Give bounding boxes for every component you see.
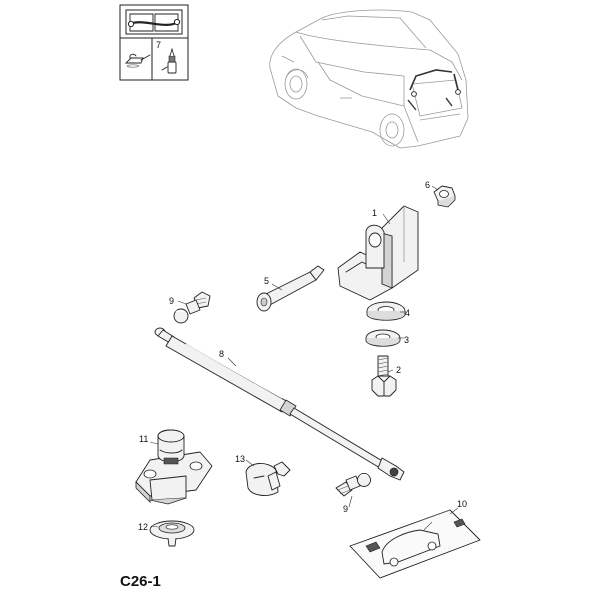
part-6-nut bbox=[433, 185, 456, 208]
callout-8: 8 bbox=[219, 349, 224, 359]
part-10-warning-label bbox=[349, 509, 481, 579]
manual-wrench-icon bbox=[125, 9, 183, 35]
callout-2: 2 bbox=[396, 365, 401, 375]
legend-note-number: 7 bbox=[156, 40, 161, 50]
part-5-pin bbox=[256, 265, 325, 312]
callout-13: 13 bbox=[235, 454, 245, 464]
part-13-clip bbox=[245, 461, 291, 496]
car-silhouette bbox=[269, 9, 469, 149]
callout-leaders bbox=[149, 185, 459, 528]
callout-6: 6 bbox=[425, 180, 430, 190]
callout-1: 1 bbox=[372, 208, 377, 218]
diagram-code: C26-1 bbox=[120, 573, 161, 590]
callout-5: 5 bbox=[264, 276, 269, 286]
part-12-grommet bbox=[149, 520, 195, 547]
part-9-ball-stud-upper bbox=[173, 291, 211, 324]
callout-3: 3 bbox=[404, 335, 409, 345]
part-8-gas-strut bbox=[154, 327, 405, 481]
callout-10: 10 bbox=[457, 499, 467, 509]
part-11-mounting-bracket bbox=[135, 429, 213, 505]
callout-11: 11 bbox=[139, 434, 148, 444]
part-1-hinge-bracket bbox=[337, 205, 419, 301]
grease-tube-icon bbox=[161, 47, 177, 74]
callout-4: 4 bbox=[405, 308, 410, 318]
part-9-ball-stud-lower bbox=[335, 473, 371, 497]
callout-labels: 1 2 3 4 5 6 8 9 9 10 11 12 13 bbox=[138, 180, 467, 532]
part-3-washer bbox=[365, 329, 401, 347]
callout-9-upper: 9 bbox=[169, 296, 174, 306]
legend-box: 7 bbox=[119, 4, 189, 81]
part-2-bolt bbox=[371, 355, 397, 397]
callout-9-lower: 9 bbox=[343, 504, 348, 514]
part-4-washer bbox=[366, 301, 406, 321]
oil-can-icon bbox=[124, 53, 151, 68]
callout-12: 12 bbox=[138, 522, 148, 532]
